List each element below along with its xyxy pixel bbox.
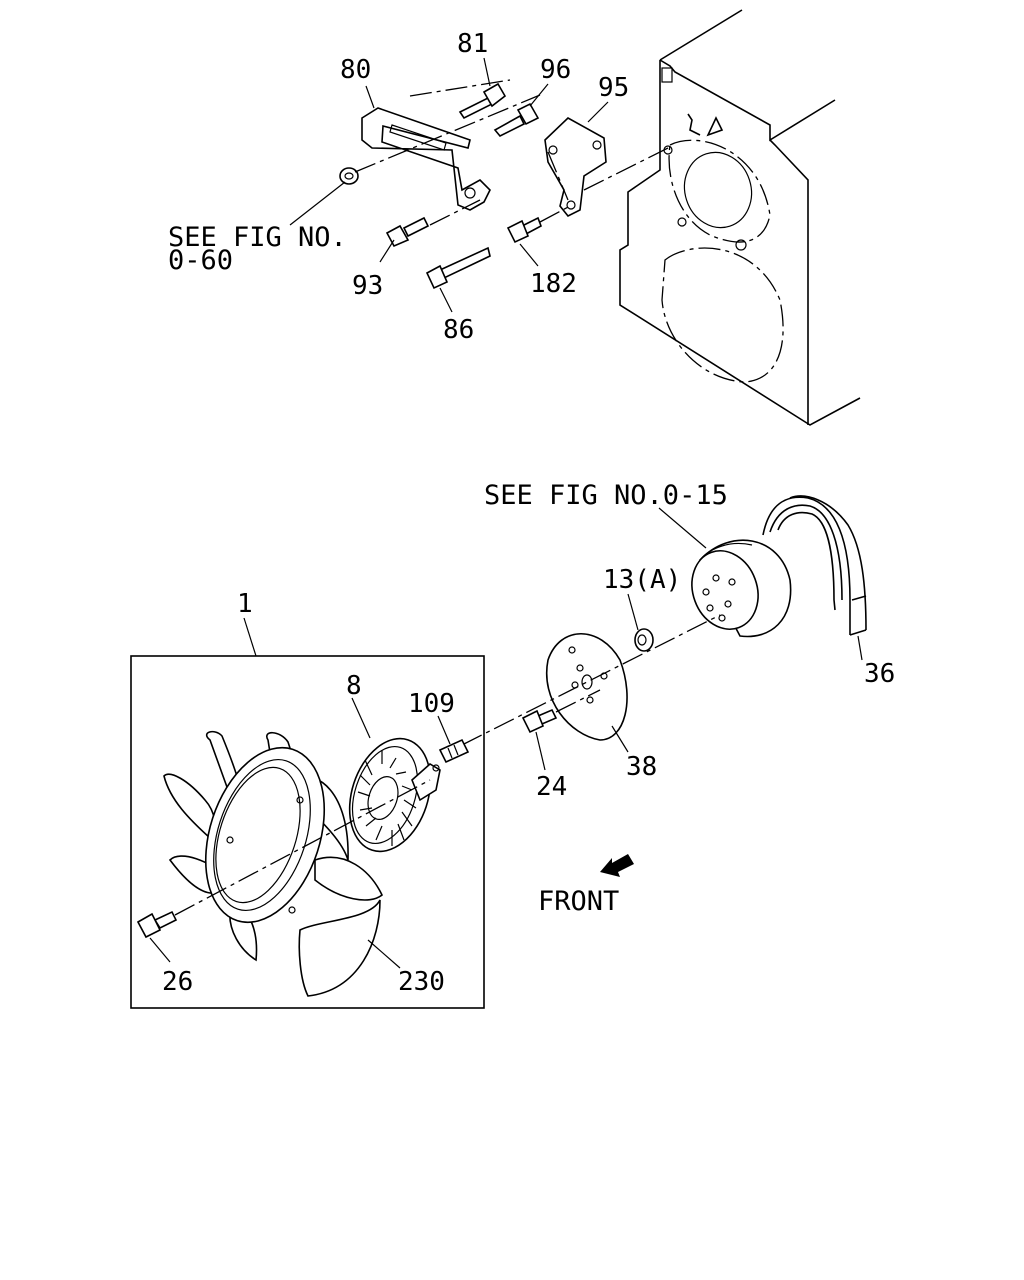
see-fig-060-line2: 0-60 [168, 245, 233, 276]
label-86: 86 [443, 315, 474, 345]
label-81: 81 [457, 29, 488, 59]
bolt-24 [521, 708, 558, 734]
label-38: 38 [626, 752, 657, 782]
label-182: 182 [530, 269, 577, 299]
bolt-86 [425, 246, 491, 290]
engine-block [619, 9, 861, 426]
front-label: FRONT [538, 886, 619, 917]
label-80: 80 [340, 55, 371, 85]
label-230: 230 [398, 967, 445, 997]
stud-109 [438, 738, 470, 764]
bracket-80 [361, 107, 491, 211]
drive-belt-36 [762, 495, 867, 636]
bracket-assembly [339, 79, 669, 290]
label-96: 96 [540, 55, 571, 85]
pulley-assembly [691, 539, 792, 638]
label-95: 95 [598, 73, 629, 103]
label-93: 93 [352, 271, 383, 301]
leader-lines-upper [289, 57, 609, 313]
bolt-96 [493, 102, 540, 137]
label-36: 36 [864, 659, 895, 689]
washer-13a [634, 628, 654, 652]
nut [339, 167, 359, 185]
bolt-182 [506, 216, 542, 244]
bracket-95 [544, 117, 607, 218]
see-fig-060-line1: SEE FIG NO. [168, 222, 347, 253]
bolt-93 [385, 216, 430, 248]
fan-assembly-frame-1 [130, 655, 485, 1009]
bolt-26 [136, 910, 178, 939]
label-8: 8 [346, 671, 362, 701]
leader-lines-lower [149, 507, 863, 969]
fan-clutch-8 [348, 737, 441, 853]
label-13a: 13(A) [603, 565, 681, 595]
arrow-down-left-icon [600, 854, 634, 877]
label-26: 26 [162, 967, 193, 997]
label-109: 109 [408, 689, 455, 719]
label-1: 1 [237, 589, 253, 619]
bolt-81 [458, 82, 507, 120]
fan-230 [163, 730, 383, 997]
label-24: 24 [536, 772, 567, 802]
see-fig-015: SEE FIG NO.0-15 [484, 480, 728, 511]
flange-plate-38 [545, 633, 628, 741]
